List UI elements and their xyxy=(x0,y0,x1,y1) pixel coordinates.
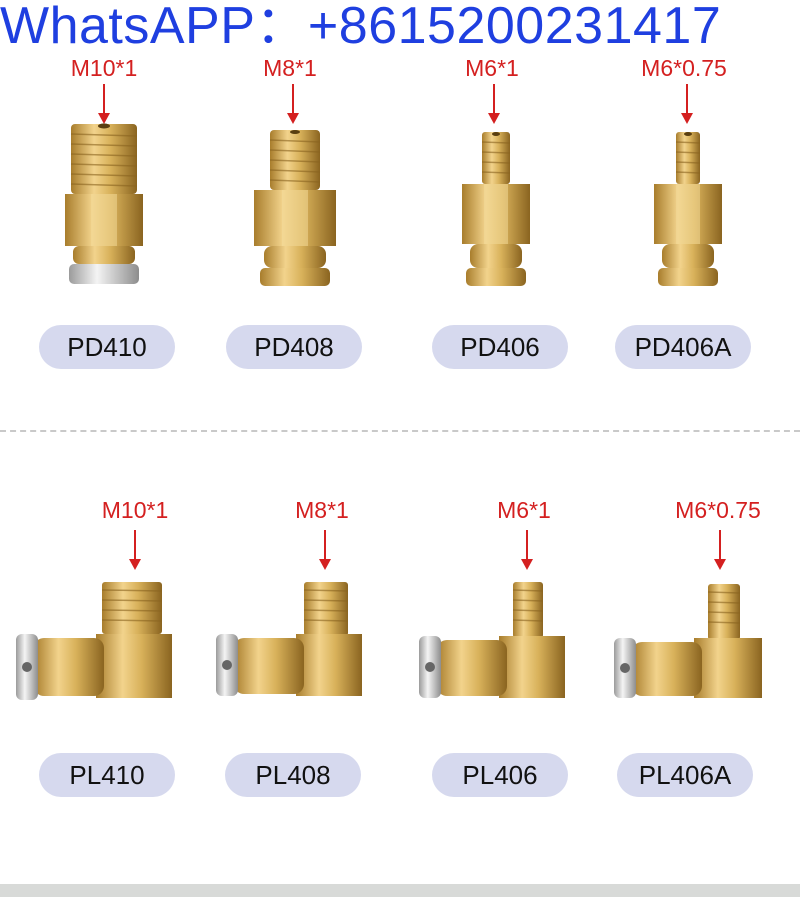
model-pill: PD408 xyxy=(226,325,362,369)
whatsapp-watermark: WhatsAPP：+8615200231417 xyxy=(0,0,722,55)
elbow-fitting-image xyxy=(419,582,565,698)
straight-fitting-image xyxy=(654,132,722,286)
arrow-down-icon xyxy=(129,530,141,570)
arrow-down-icon xyxy=(98,84,110,124)
model-pill: PL410 xyxy=(39,753,175,797)
thread-label: M8*1 xyxy=(295,497,349,523)
elbow-fitting-image xyxy=(614,584,762,698)
arrow-down-icon xyxy=(319,530,331,570)
arrow-down-icon xyxy=(488,84,500,124)
thread-label: M6*1 xyxy=(497,497,551,523)
model-pill: PD410 xyxy=(39,325,175,369)
arrow-down-icon xyxy=(287,84,299,124)
model-pill: PL408 xyxy=(225,753,361,797)
model-pill: PL406 xyxy=(432,753,568,797)
thread-label: M6*0.75 xyxy=(641,55,727,81)
straight-fitting-image xyxy=(254,130,336,286)
model-pill: PD406 xyxy=(432,325,568,369)
arrow-down-icon xyxy=(521,530,533,570)
elbow-fitting-image xyxy=(216,582,362,696)
thread-label: M6*0.75 xyxy=(675,497,761,523)
model-pill: PD406A xyxy=(615,325,751,369)
arrow-down-icon xyxy=(681,84,693,124)
thread-label: M6*1 xyxy=(465,55,519,81)
thread-label: M10*1 xyxy=(70,55,138,81)
thread-label: M8*1 xyxy=(263,55,317,81)
model-pill: PL406A xyxy=(617,753,753,797)
bottom-edge-bar xyxy=(0,884,800,897)
arrow-down-icon xyxy=(714,530,726,570)
straight-fitting-image xyxy=(65,123,143,284)
straight-fittings-section: M10*1 PD410 M8*1 xyxy=(0,0,800,430)
section-divider xyxy=(0,430,800,432)
straight-fitting-image xyxy=(462,132,530,286)
thread-label: M10*1 xyxy=(101,497,169,523)
elbow-fitting-image xyxy=(16,582,172,700)
